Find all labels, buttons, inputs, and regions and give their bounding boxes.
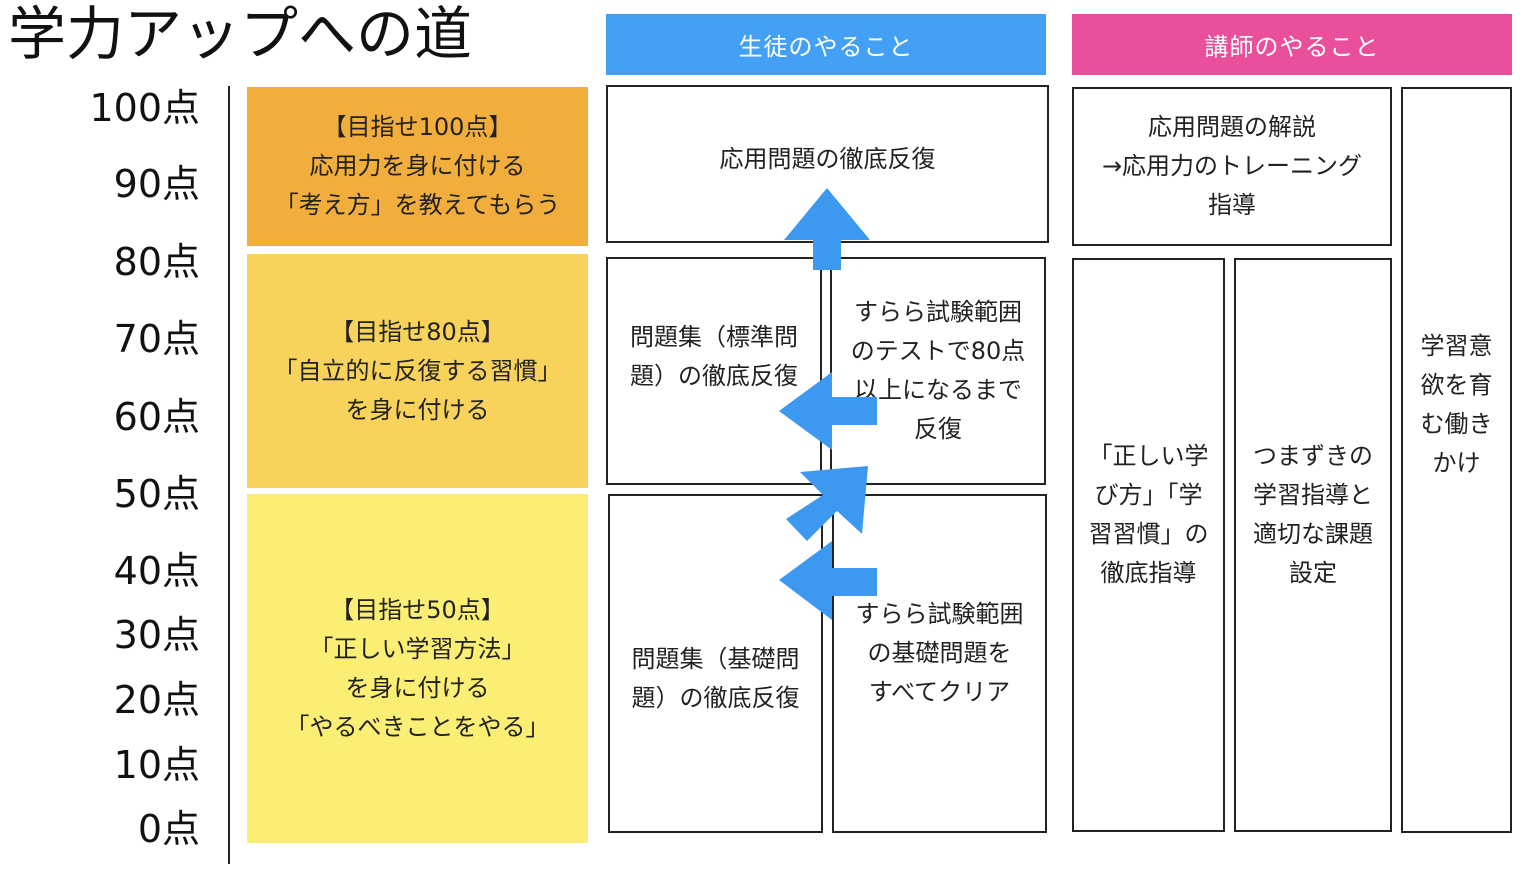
score-axis-line — [228, 86, 230, 864]
goal-50-box: 【目指せ50点】 「正しい学習方法」 を身に付ける 「やるべきことをやる」 — [247, 494, 588, 843]
teacher-task-correct-method: 「正しい学 び方」「学 習習慣」の 徹底指導 — [1072, 258, 1225, 832]
student-task-standard-problems: 問題集（標準問 題）の徹底反復 — [606, 257, 822, 485]
teacher-header: 講師のやること — [1072, 14, 1512, 75]
student-task-surala-basic: すらら試験範囲 の基礎問題を すべてクリア — [832, 494, 1047, 833]
arrow-diagonal-to-surala-80 — [786, 466, 868, 541]
score-label-0: 0点 — [137, 807, 200, 851]
score-label-100: 100点 — [89, 86, 200, 130]
score-label-60: 60点 — [113, 395, 200, 439]
arrow-up-to-applied — [784, 188, 870, 270]
page-title: 学力アップへの道 — [8, 0, 473, 68]
student-header: 生徒のやること — [606, 14, 1046, 75]
student-task-surala-80: すらら試験範囲 のテストで80点 以上になるまで 反復 — [830, 257, 1046, 485]
score-label-10: 10点 — [113, 743, 200, 787]
teacher-task-applied-explanation: 応用問題の解説 →応用力のトレーニング 指導 — [1072, 87, 1392, 246]
teacher-task-motivation: 学習意 欲を育 む働き かけ — [1401, 87, 1512, 833]
score-label-90: 90点 — [113, 162, 200, 206]
goal-100-box: 【目指せ100点】 応用力を身に付ける 「考え方」を教えてもらう — [247, 87, 588, 246]
arrow-left-to-standard — [779, 372, 877, 450]
score-label-20: 20点 — [113, 678, 200, 722]
score-label-70: 70点 — [113, 317, 200, 361]
student-task-basic-problems: 問題集（基礎問 題）の徹底反復 — [608, 494, 823, 833]
score-label-80: 80点 — [113, 240, 200, 284]
score-label-30: 30点 — [113, 613, 200, 657]
teacher-task-stumbling: つまずきの 学習指導と 適切な課題 設定 — [1234, 258, 1392, 832]
score-label-50: 50点 — [113, 472, 200, 516]
arrow-left-to-basic — [779, 541, 877, 620]
score-label-40: 40点 — [113, 549, 200, 593]
goal-80-box: 【目指せ80点】 「自立的に反復する習慣」 を身に付ける — [247, 254, 588, 488]
